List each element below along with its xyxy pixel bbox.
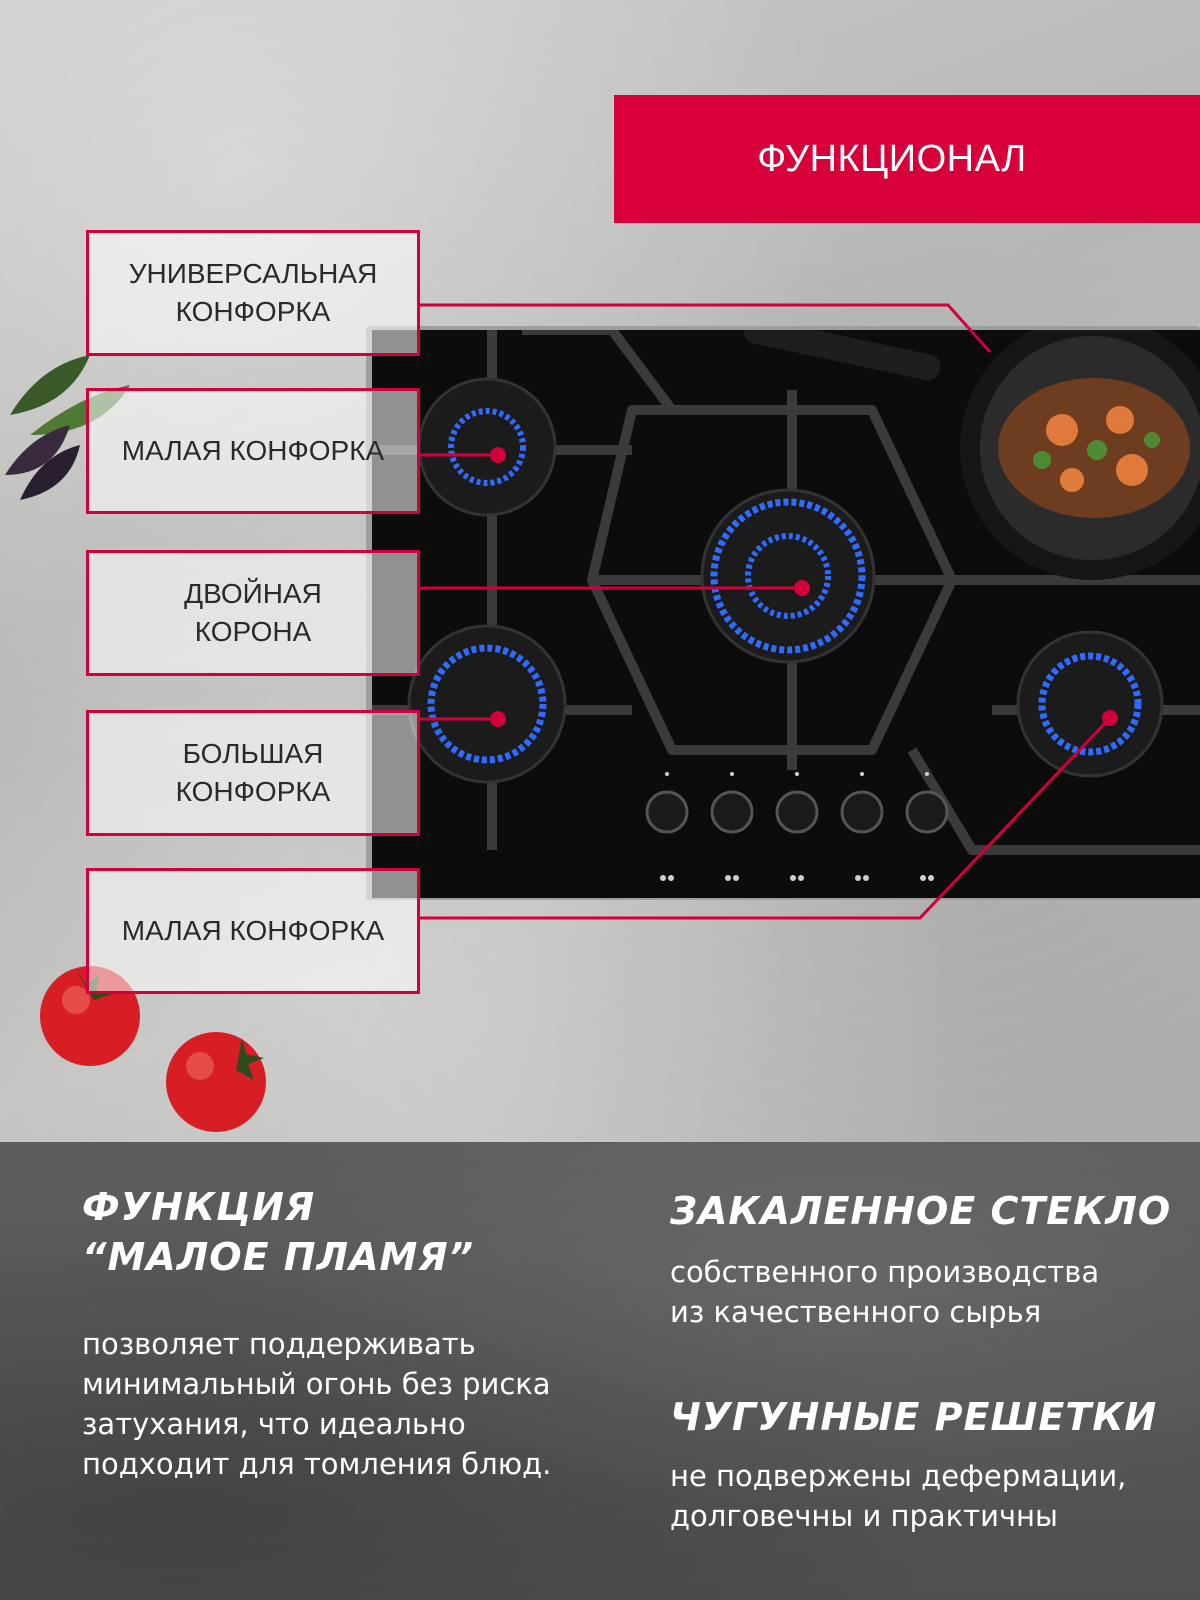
burner-small-top bbox=[417, 377, 557, 517]
feature-title-line: “МАЛОЕ ПЛАМЯ” bbox=[82, 1235, 475, 1279]
feature-title-line: ФУНКЦИЯ bbox=[82, 1185, 316, 1229]
feature-text-line: не подвержены дефермации, bbox=[670, 1459, 1127, 1493]
feature-text-line: долговечны и практичны bbox=[670, 1499, 1058, 1533]
burner-double-crown bbox=[700, 488, 876, 664]
callout-text: КОНФОРКА bbox=[175, 296, 331, 327]
burner-small-right bbox=[1016, 630, 1164, 778]
feature-tempered-glass-text: собственного производства из качественно… bbox=[670, 1252, 1099, 1332]
callout-large-burner: БОЛЬШАЯ КОНФОРКА bbox=[86, 710, 420, 836]
feature-text-line: из качественного сырья bbox=[670, 1295, 1042, 1329]
callout-text: КОРОНА bbox=[194, 616, 312, 647]
feature-text-line: минимальный огонь без риска bbox=[82, 1367, 551, 1401]
cooktop-burners bbox=[372, 330, 1200, 881]
callout-text: УНИВЕРСАЛЬНАЯ bbox=[128, 258, 378, 289]
feature-cast-iron-title: ЧУГУННЫЕ РЕШЕТКИ bbox=[670, 1395, 1158, 1439]
feature-tempered-glass-title: ЗАКАЛЕННОЕ СТЕКЛО bbox=[670, 1189, 1172, 1233]
dark-feature-band bbox=[0, 1142, 1200, 1600]
herb-leaves-icon bbox=[5, 355, 130, 500]
feature-text-line: подходит для томления блюд. bbox=[82, 1447, 552, 1481]
callout-text: КОНФОРКА bbox=[175, 776, 331, 807]
callout-text: МАЛАЯ КОНФОРКА bbox=[121, 915, 385, 946]
callout-text: МАЛАЯ КОНФОРКА bbox=[121, 435, 385, 466]
callout-universal-burner: УНИВЕРСАЛЬНАЯ КОНФОРКА bbox=[86, 230, 420, 356]
feature-text-line: позволяет поддерживать bbox=[82, 1327, 476, 1361]
frying-pan-icon bbox=[743, 330, 1200, 580]
callout-small-burner-top: МАЛАЯ КОНФОРКА bbox=[86, 388, 420, 514]
callout-text: ДВОЙНАЯ bbox=[184, 578, 322, 609]
callout-small-burner-bottom: МАЛАЯ КОНФОРКА bbox=[86, 868, 420, 994]
feature-text-line: затухания, что идеально bbox=[82, 1407, 466, 1441]
header-banner: ФУНКЦИОНАЛ bbox=[614, 95, 1200, 223]
callout-text: БОЛЬШАЯ bbox=[182, 738, 324, 769]
burner-large bbox=[407, 624, 567, 784]
feature-low-flame-title: ФУНКЦИЯ “МАЛОЕ ПЛАМЯ” bbox=[82, 1182, 474, 1282]
feature-low-flame-text: позволяет поддерживать минимальный огонь… bbox=[82, 1324, 551, 1484]
header-title: ФУНКЦИОНАЛ bbox=[757, 137, 1027, 180]
callout-double-crown: ДВОЙНАЯ КОРОНА bbox=[86, 550, 420, 676]
grate-bar bbox=[522, 330, 676, 413]
control-knobs bbox=[645, 772, 949, 881]
feature-text-line: собственного производства bbox=[670, 1255, 1100, 1289]
feature-cast-iron-text: не подвержены дефермации, долговечны и п… bbox=[670, 1456, 1126, 1536]
